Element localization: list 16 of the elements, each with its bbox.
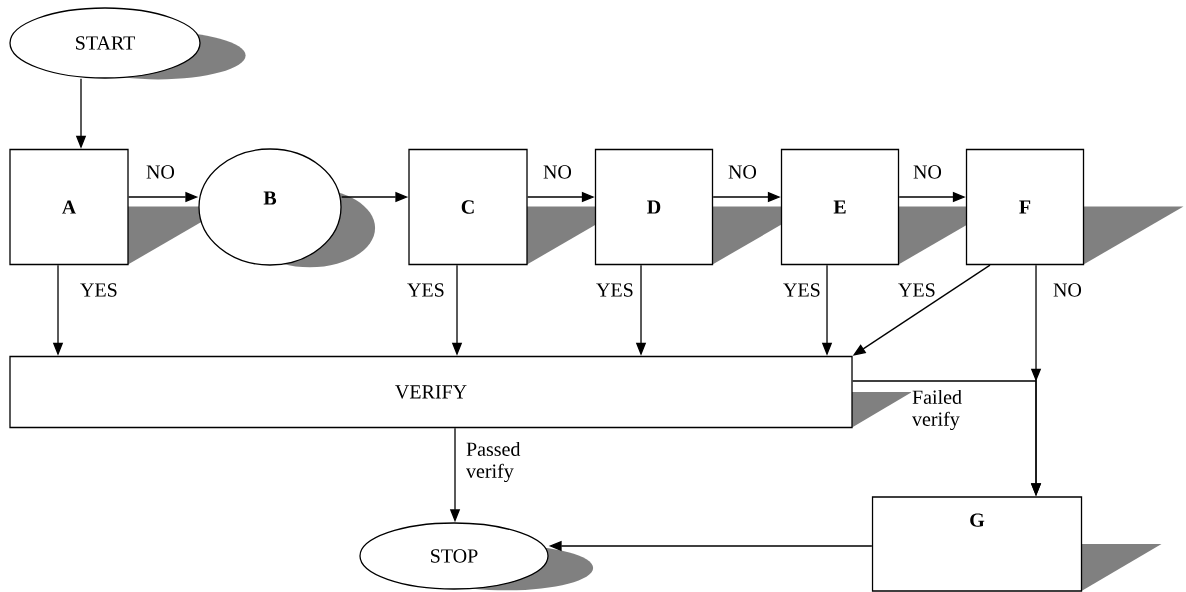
edge-label: Passed verify xyxy=(465,440,527,484)
edge-label: YES xyxy=(897,282,935,298)
edge-label: NO xyxy=(542,164,578,180)
edge-label: NO xyxy=(912,164,948,180)
edge-label: Failed verify xyxy=(911,388,973,432)
edge-label: YES xyxy=(782,282,820,298)
edge-label: YES xyxy=(406,282,444,298)
process-box: VERIFY xyxy=(9,355,912,429)
process-box: G xyxy=(871,496,1162,592)
node-label: STOP xyxy=(431,549,478,563)
edge-label: YES xyxy=(595,282,633,298)
process-box: F xyxy=(965,148,1184,266)
edge-label: YES xyxy=(79,282,117,298)
edge-label: NO xyxy=(727,164,763,180)
edge-label: NO xyxy=(1052,282,1088,298)
edge-label: NO xyxy=(145,164,181,180)
